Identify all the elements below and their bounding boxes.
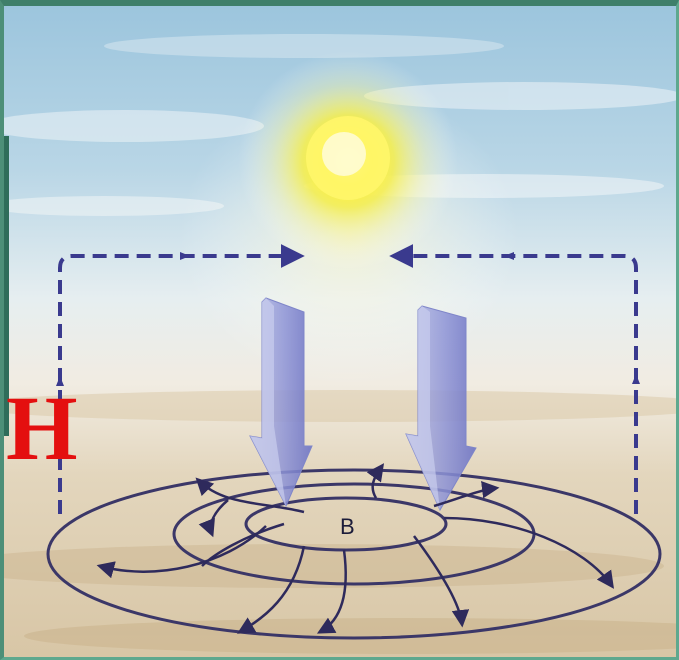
diagram-scene: B (4, 6, 676, 657)
center-label: B (340, 514, 355, 539)
corner-label: H (6, 382, 78, 474)
